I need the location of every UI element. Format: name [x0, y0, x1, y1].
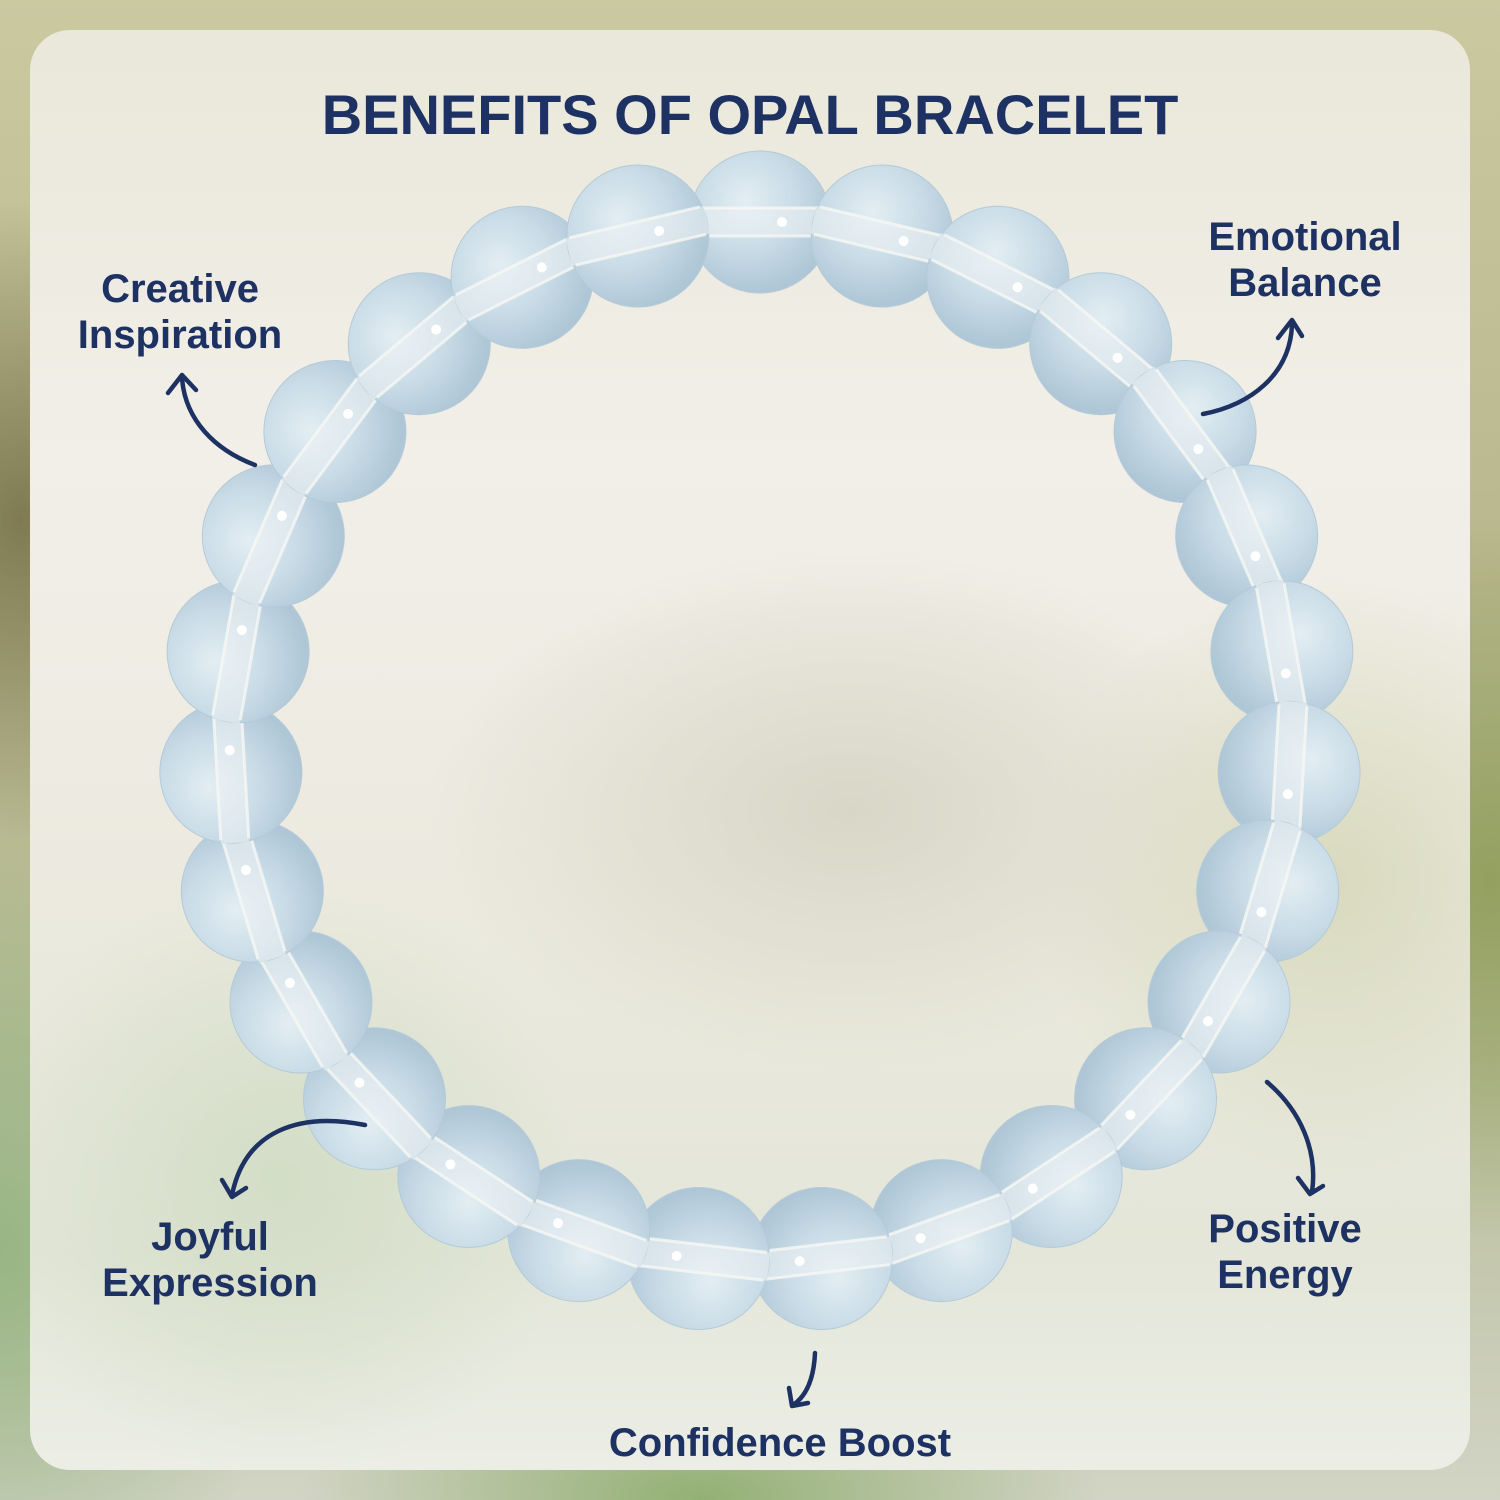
- bead: [450, 205, 594, 349]
- benefit-line: Emotional: [1208, 215, 1402, 259]
- bead: [507, 1159, 651, 1303]
- arrow-positive-icon: [1264, 1079, 1326, 1197]
- bead: [979, 1105, 1123, 1248]
- bead: [926, 205, 1070, 349]
- benefit-line: Expression: [102, 1261, 318, 1305]
- benefit-creative-inspiration: Creative Inspiration: [40, 266, 320, 358]
- bead: [626, 1187, 771, 1330]
- benefit-line: Creative: [101, 267, 259, 311]
- bead: [347, 272, 491, 416]
- benefit-line: Confidence Boost: [608, 1421, 952, 1465]
- arrow-joyful-icon: [219, 1118, 368, 1200]
- bead: [1147, 930, 1291, 1074]
- benefit-line: Energy: [1217, 1253, 1353, 1297]
- benefit-positive-energy: Positive Energy: [1170, 1206, 1400, 1298]
- bead: [1217, 700, 1361, 844]
- arrow-creative-icon: [165, 372, 258, 468]
- bead: [809, 164, 955, 308]
- bead: [159, 700, 303, 844]
- bead: [688, 150, 832, 294]
- benefit-line: Balance: [1228, 261, 1382, 305]
- benefit-emotional-balance: Emotional Balance: [1170, 214, 1440, 306]
- bead: [201, 464, 345, 608]
- bead: [1210, 579, 1354, 725]
- bead: [397, 1105, 541, 1248]
- arrow-confidence-icon: [786, 1350, 818, 1409]
- page-title: BENEFITS OF OPAL BRACELET: [321, 82, 1179, 146]
- benefit-line: Positive: [1208, 1207, 1362, 1251]
- bead: [565, 164, 711, 308]
- bead: [166, 579, 310, 725]
- benefit-line: Joyful: [151, 1215, 269, 1259]
- benefit-joyful-expression: Joyful Expression: [80, 1214, 340, 1306]
- arrow-emotional-icon: [1200, 317, 1305, 417]
- benefit-line: Inspiration: [77, 313, 283, 357]
- bead: [1196, 819, 1340, 964]
- bead: [229, 930, 373, 1074]
- bead: [303, 1027, 446, 1171]
- bead: [749, 1187, 894, 1330]
- bead: [869, 1159, 1013, 1303]
- benefit-confidence-boost: Confidence Boost: [560, 1420, 1000, 1466]
- bead: [263, 360, 407, 503]
- bead: [1029, 272, 1173, 416]
- bead: [180, 819, 324, 964]
- bead: [1175, 464, 1319, 608]
